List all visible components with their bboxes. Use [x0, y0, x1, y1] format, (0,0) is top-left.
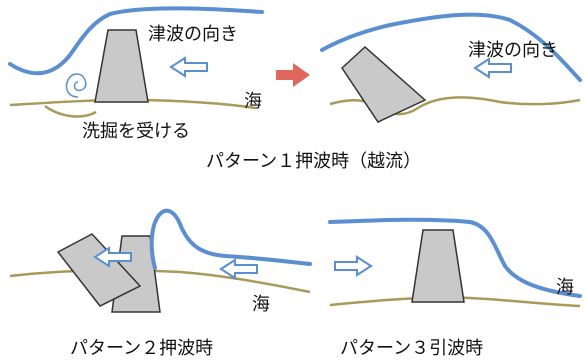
pattern1-toppled-seawall	[341, 45, 427, 123]
pattern1-sea-label: 海	[244, 91, 262, 112]
pattern3-ground-line	[329, 296, 581, 308]
pattern3-wave-surface	[328, 217, 582, 298]
transition-arrow-icon	[276, 63, 310, 87]
pattern1-seawall	[94, 29, 149, 103]
pattern3-flow-arrow-icon	[334, 256, 372, 276]
pattern2-panel: 海	[9, 208, 312, 315]
pattern1-wave-direction-label: 津波の向き	[148, 24, 238, 45]
pattern1-wave-surface	[8, 6, 264, 76]
pattern1-caption: パターン１押波時（越流）	[206, 151, 421, 172]
pattern1-flow-arrow-right-icon	[474, 58, 512, 78]
pattern2-wave-surface	[149, 208, 312, 270]
pattern2-flow-arrow-lower-icon	[220, 259, 258, 279]
pattern2-sea-label: 海	[252, 294, 270, 315]
pattern1-wave-surface-after	[320, 12, 582, 82]
pattern1-flow-arrow-icon	[170, 57, 208, 77]
pattern3-panel: 海	[328, 217, 582, 308]
pattern2-caption: パターン２押波時	[70, 338, 213, 359]
pattern1-right-panel: 津波の向き	[320, 12, 582, 123]
pattern3-caption: パターン３引波時	[340, 338, 483, 359]
pattern1-scour-label: 洗掘を受ける	[82, 121, 190, 142]
pattern2-ground-line	[9, 268, 311, 294]
pattern2-toppling-seawall	[56, 233, 142, 307]
pattern1-left-panel: 津波の向き 海 洗掘を受ける	[8, 6, 264, 142]
pattern3-sea-label: 海	[556, 277, 574, 298]
pattern3-seawall	[411, 229, 465, 303]
pattern1-scour-pit	[44, 104, 97, 118]
pattern1-wave-direction-label-right: 津波の向き	[468, 40, 558, 61]
scour-swirl-icon	[65, 73, 87, 98]
